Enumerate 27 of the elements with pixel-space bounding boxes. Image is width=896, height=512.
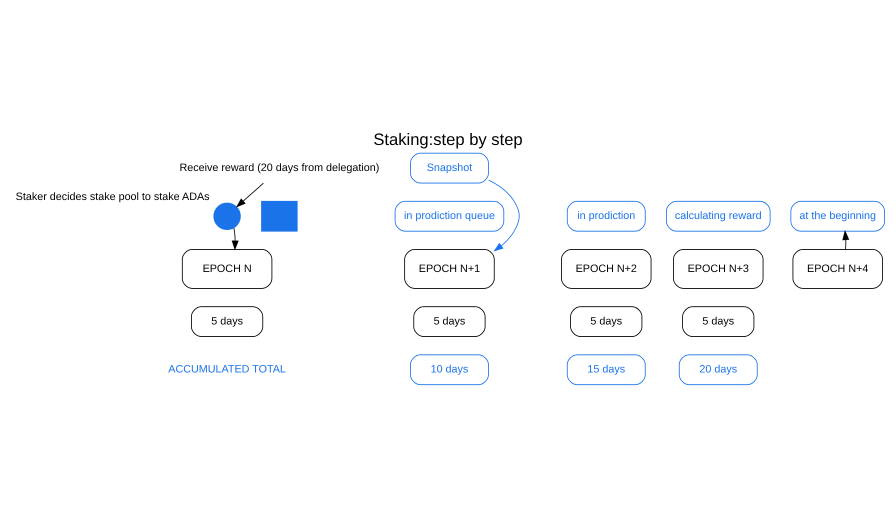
node-box: EPOCH N xyxy=(182,248,272,288)
node-box xyxy=(261,200,298,232)
node-box: 5 days xyxy=(413,306,486,336)
node-box: in prodiction queue xyxy=(394,200,504,232)
node-box: calculating reward xyxy=(666,200,771,232)
node-text: Receive reward (20 days from delegation) xyxy=(179,161,380,174)
arrow xyxy=(232,227,239,250)
arrow xyxy=(488,179,520,252)
node-box: 5 days xyxy=(682,306,754,336)
node-box: EPOCH N+4 xyxy=(792,248,883,288)
node-box: EPOCH N+1 xyxy=(404,248,495,288)
node-box: Snapshot xyxy=(410,152,489,183)
node-box: 5 days xyxy=(570,306,642,336)
node-box: in prodiction xyxy=(566,200,646,232)
node-box: 20 days xyxy=(678,354,758,385)
node-box: EPOCH N+3 xyxy=(673,248,764,288)
node-box: EPOCH N+2 xyxy=(561,248,652,288)
node-person xyxy=(213,202,241,230)
node-box: 5 days xyxy=(191,306,264,336)
label: ACCUMULATED TOTAL xyxy=(168,363,286,376)
diagram-title: Staking:step by step xyxy=(373,129,523,148)
node-label: Staker decides stake pool to stake ADAs xyxy=(16,190,210,202)
node-box: 15 days xyxy=(566,354,646,385)
arrow xyxy=(842,230,850,250)
node-box: at the beginning xyxy=(790,200,886,232)
arrow xyxy=(236,182,264,208)
node-box: 10 days xyxy=(410,354,489,385)
